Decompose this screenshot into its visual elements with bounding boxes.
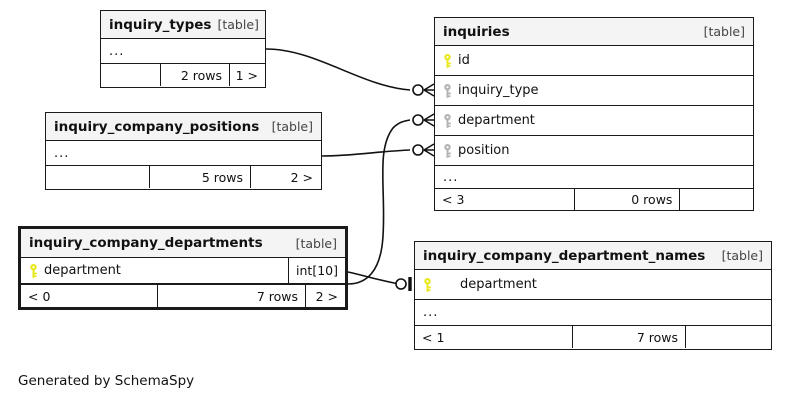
edge-inquiry-types-to-inquiries: [265, 48, 411, 91]
generated-by-credit: Generated by SchemaSpy: [18, 373, 195, 389]
column-row[interactable]: department int[10]: [21, 258, 345, 284]
foreign-key-icon: [444, 143, 451, 158]
footer-parents: < 3: [442, 192, 465, 207]
table-footer: 5 rows 2 >: [46, 166, 321, 188]
footer-children: 2 >: [250, 166, 320, 188]
column-name-cell: position: [435, 143, 753, 158]
footer-rowcount: 5 rows: [149, 166, 250, 188]
foreign-key-icon: [444, 113, 451, 128]
footer-children: 1 >: [229, 64, 265, 86]
table-footer: 2 rows 1 >: [101, 64, 265, 86]
column-name-cell: id: [435, 53, 753, 68]
column-label: department: [44, 263, 121, 278]
primary-key-icon: [424, 277, 431, 292]
table-inquiry-types[interactable]: inquiry_types [table] ... 2 rows 1 >: [100, 10, 266, 88]
footer-parents: < 1: [422, 329, 445, 345]
table-header: inquiry_company_positions [table]: [46, 113, 321, 141]
footer-children: 2 >: [305, 285, 345, 307]
column-name-cell: department: [21, 263, 288, 278]
edge-departments-to-inquiries: [347, 119, 411, 285]
footer-parents: < 0: [28, 288, 51, 304]
table-type-tag: [table]: [295, 235, 337, 251]
table-ellipsis-row: ...: [46, 141, 321, 166]
table-type-tag: [table]: [271, 119, 313, 134]
primary-key-icon: [444, 53, 451, 68]
column-name-cell: department: [415, 277, 771, 292]
table-header: inquiry_types [table]: [101, 11, 265, 39]
table-title: inquiries: [443, 23, 510, 40]
table-inquiries[interactable]: inquiries [table] id: [434, 17, 754, 211]
table-inquiry-company-departments[interactable]: inquiry_company_departments [table] depa…: [18, 226, 348, 310]
column-type: int[10]: [288, 258, 345, 283]
column-label: position: [458, 143, 510, 158]
table-title: inquiry_types: [109, 16, 212, 33]
footer-parents: [46, 166, 149, 188]
column-row[interactable]: id: [435, 46, 753, 76]
table-header: inquiries [table]: [435, 18, 753, 46]
table-title: inquiry_company_positions: [54, 118, 260, 135]
table-footer: < 0 7 rows 2 >: [21, 284, 345, 307]
footer-rowcount: 7 rows: [157, 285, 305, 307]
table-inquiry-company-department-names[interactable]: inquiry_company_department_names [table]…: [414, 241, 772, 350]
footer-rowcount: 7 rows: [572, 326, 685, 348]
table-title: inquiry_company_department_names: [423, 247, 706, 264]
column-label: inquiry_type: [458, 83, 539, 98]
footer-children: [679, 189, 753, 210]
primary-key-icon: [30, 263, 37, 278]
foreign-key-icon: [444, 83, 451, 98]
column-name-cell: inquiry_type: [435, 83, 753, 98]
table-ellipsis-row: ...: [415, 300, 771, 326]
footer-rowcount: 0 rows: [574, 189, 679, 210]
footer-parents: [101, 64, 160, 86]
table-type-tag: [table]: [721, 248, 763, 263]
table-header: inquiry_company_departments [table]: [21, 229, 345, 258]
table-ellipsis-row: ...: [435, 166, 753, 189]
table-footer: < 1 7 rows: [415, 326, 771, 348]
edge-positions-to-inquiries: [321, 149, 411, 157]
table-ellipsis-row: ...: [101, 39, 265, 64]
column-label: department: [458, 113, 535, 128]
footer-children: [685, 326, 770, 348]
column-label: id: [458, 53, 470, 68]
table-inquiry-company-positions[interactable]: inquiry_company_positions [table] ... 5 …: [45, 112, 322, 190]
table-footer: < 3 0 rows: [435, 189, 753, 210]
table-type-tag: [table]: [217, 17, 259, 32]
table-title: inquiry_company_departments: [29, 235, 263, 251]
footer-rowcount: 2 rows: [160, 64, 229, 86]
edge-departments-to-department-names: [347, 271, 400, 285]
table-header: inquiry_company_department_names [table]: [415, 242, 771, 270]
column-row[interactable]: department: [435, 106, 753, 136]
table-type-tag: [table]: [703, 24, 745, 39]
column-row[interactable]: department: [415, 270, 771, 300]
column-name-cell: department: [435, 113, 753, 128]
column-row[interactable]: position: [435, 136, 753, 166]
column-label: department: [460, 277, 537, 292]
column-row[interactable]: inquiry_type: [435, 76, 753, 106]
